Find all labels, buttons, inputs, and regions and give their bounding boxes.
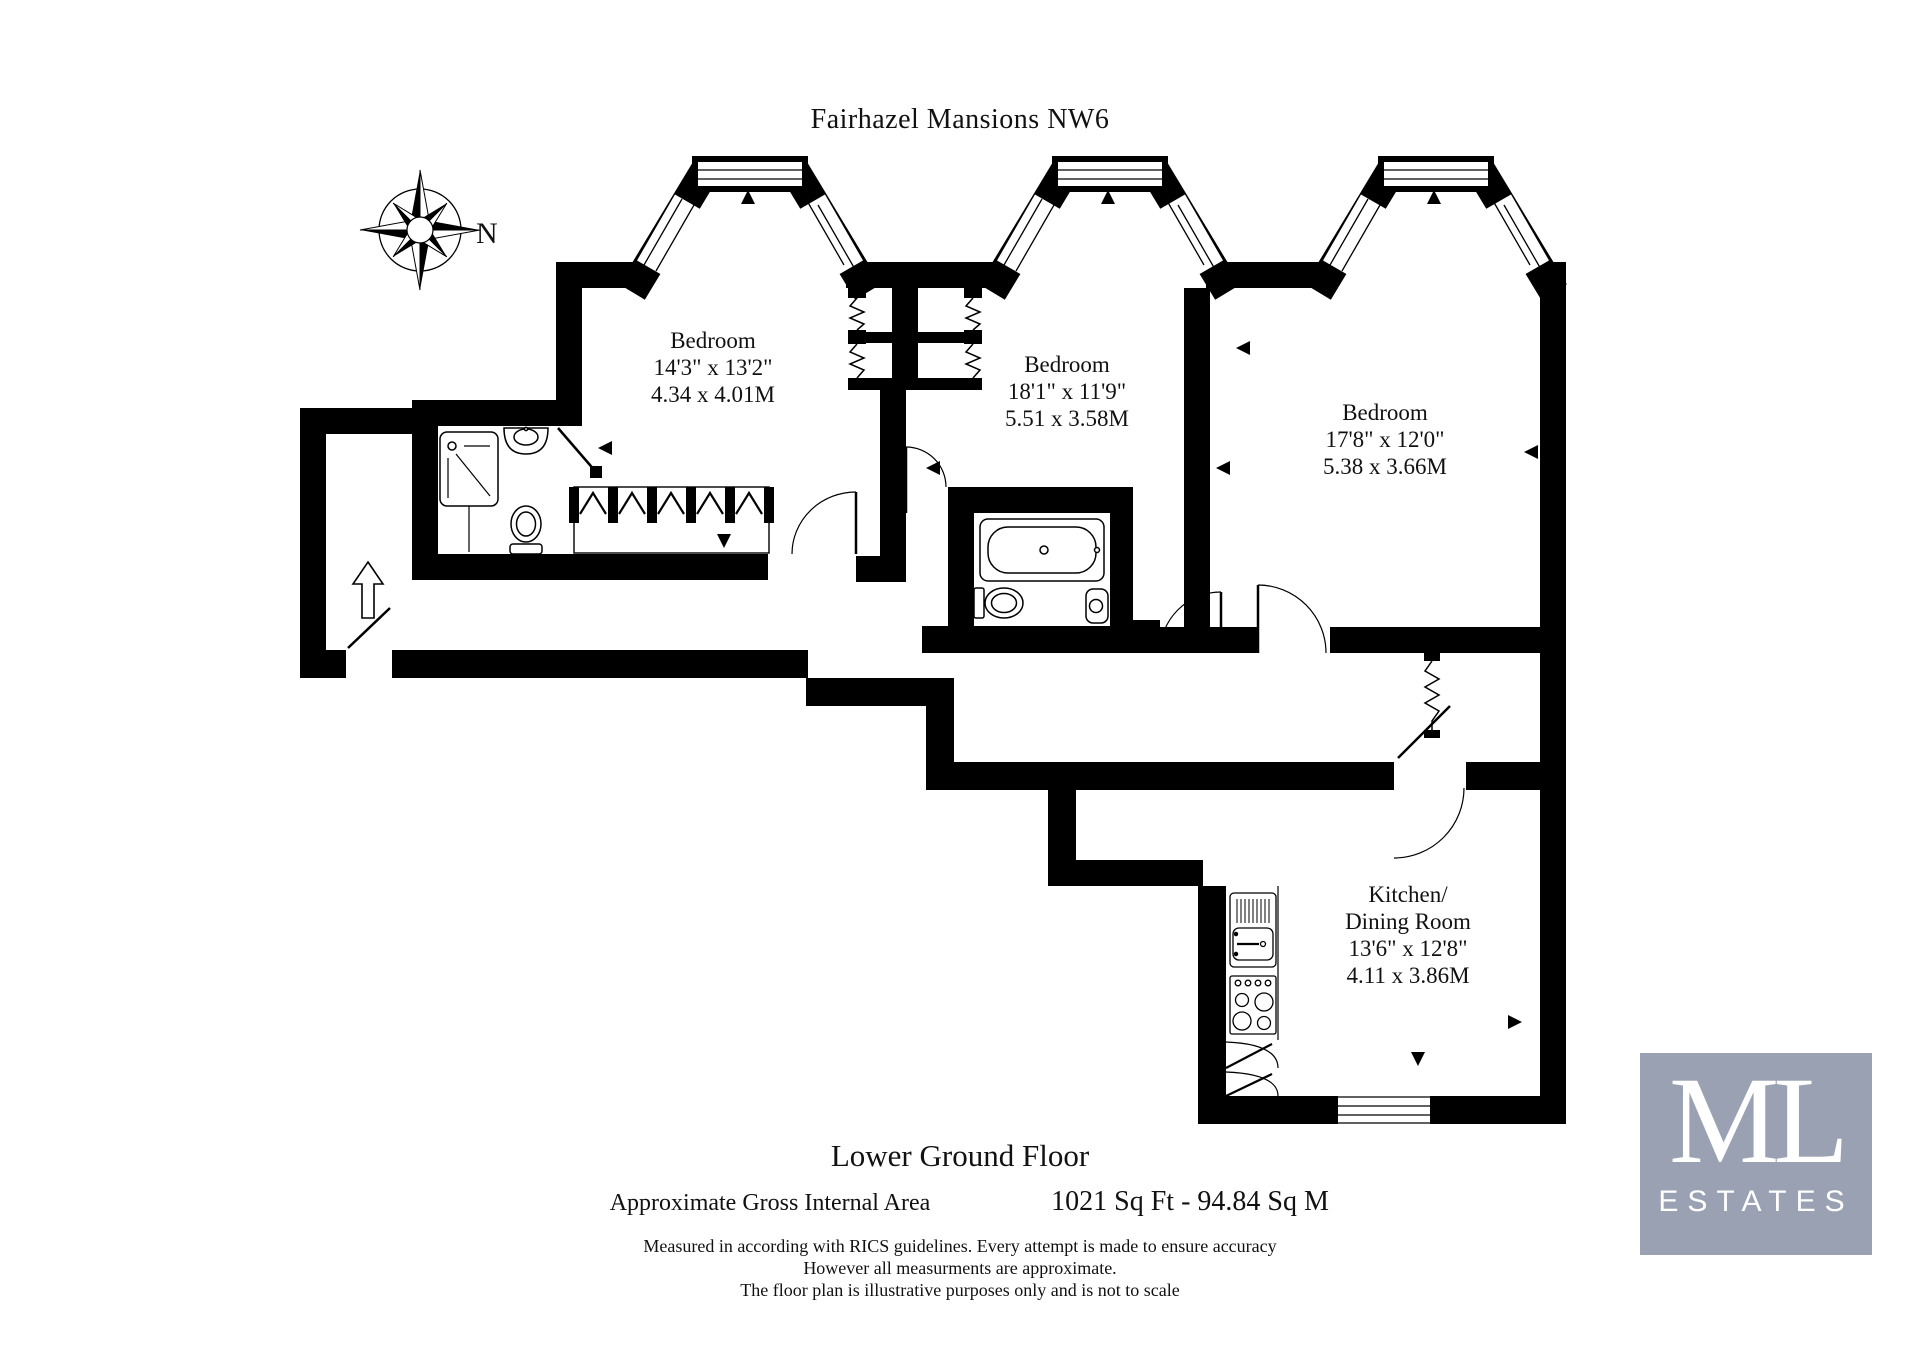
room-label-bedroom-3: Bedroom [1342,400,1428,425]
north-label: N [476,217,498,250]
wardrobes [569,486,774,554]
area-label: Approximate Gross Internal Area [609,1190,931,1216]
svg-text:14'3" x 13'2": 14'3" x 13'2" [653,355,772,380]
toilet-icon [509,505,543,555]
logo-name: ESTATES [1658,1185,1854,1218]
area-row: Approximate Gross Internal Area 1021 Sq … [0,1186,1920,1226]
bathtub-icon [979,518,1105,582]
room-label-bedroom-2: Bedroom [1024,352,1110,377]
svg-text:17'8" x 12'0": 17'8" x 12'0" [1325,427,1444,452]
svg-text:18'1" x 11'9": 18'1" x 11'9" [1008,379,1126,404]
entry-door [347,607,391,649]
hall-window-icon [1423,653,1441,738]
floor-title: Lower Ground Floor [830,1138,1090,1173]
logo-monogram: ML [1669,1052,1849,1189]
door-arc-bedroom1 [791,491,858,555]
bay-window-1 [619,156,881,300]
bay-window-2 [979,156,1241,300]
kitchen-window-icon [1338,1096,1430,1124]
bathroom-1 [439,426,602,555]
hanging-rail-icon [579,490,763,515]
page-title: Fairhazel Mansions NW6 [810,104,1110,135]
toilet-icon [973,587,1024,619]
bathroom-door [557,427,602,478]
entry-arrow-icon [351,560,385,619]
svg-text:4.34 x 4.01M: 4.34 x 4.01M [651,382,775,407]
agency-logo: ML ESTATES [1640,1053,1872,1255]
disclaimer-line-1: Measured in according with RICS guidelin… [643,1236,1277,1256]
svg-text:13'6" x 12'8": 13'6" x 12'8" [1348,936,1467,961]
compass-rose [359,169,481,291]
svg-text:5.38 x 3.66M: 5.38 x 3.66M [1323,454,1447,479]
bay-window-3 [1305,156,1567,300]
cupboard-doors [1225,1041,1279,1097]
room-label-bedroom-1: Bedroom [670,328,756,353]
walls [300,262,1566,1124]
svg-text:Dining Room: Dining Room [1345,909,1471,934]
disclaimer-line-2: However all measurments are approximate. [803,1258,1117,1278]
svg-text:5.51 x 3.58M: 5.51 x 3.58M [1005,406,1129,431]
bathroom-2 [973,518,1109,624]
area-value: 1021 Sq Ft - 94.84 Sq M [1051,1186,1329,1217]
disclaimer-line-3: The floor plan is illustrative purposes … [740,1280,1180,1300]
svg-text:4.11 x 3.86M: 4.11 x 3.86M [1346,963,1469,988]
washbasin-icon [1085,588,1109,624]
door-arc-kitchen [1393,705,1465,859]
room-labels: Bedroom 14'3" x 13'2" 4.34 x 4.01M Bedro… [651,328,1471,988]
stove-icon [1229,975,1277,1035]
lightwell [848,288,982,390]
kitchen-fixtures [1229,886,1430,1124]
washbasin-icon [503,426,549,455]
door-arc-bathroom2 [1159,591,1223,654]
room-label-kitchen: Kitchen/ [1368,882,1448,907]
wall-markers [598,190,1538,1066]
lightwell-window-icon [848,297,982,379]
compass-cardinal-points [359,169,481,291]
door-arc-bedroom2 [904,446,947,513]
door-arc-bedroom3 [1256,584,1327,654]
kitchen-sink-icon [1229,892,1277,968]
